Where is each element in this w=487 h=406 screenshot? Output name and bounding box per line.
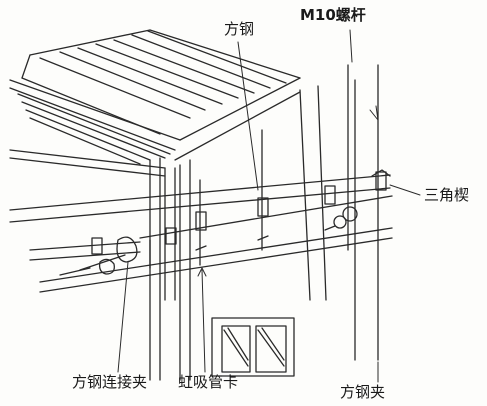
label-siphon-pipe-clamp: 虹吸管卡 bbox=[178, 373, 239, 391]
square-steel-rail bbox=[9, 174, 393, 239]
label-m10-rod: M10螺杆 bbox=[300, 6, 366, 24]
wall bbox=[149, 79, 356, 381]
window bbox=[211, 317, 295, 377]
clamps bbox=[91, 169, 391, 255]
label-square-steel-clamp: 方钢夹 bbox=[340, 383, 386, 401]
siphon-pipe bbox=[29, 227, 393, 293]
label-steel-connector-clamp: 方钢连接夹 bbox=[72, 373, 148, 391]
m10-rods bbox=[199, 64, 379, 361]
roof-deck bbox=[9, 29, 301, 165]
leader-lines bbox=[117, 29, 421, 383]
label-square-steel: 方钢 bbox=[224, 20, 255, 38]
label-triangle-wedge: 三角楔 bbox=[424, 186, 470, 204]
